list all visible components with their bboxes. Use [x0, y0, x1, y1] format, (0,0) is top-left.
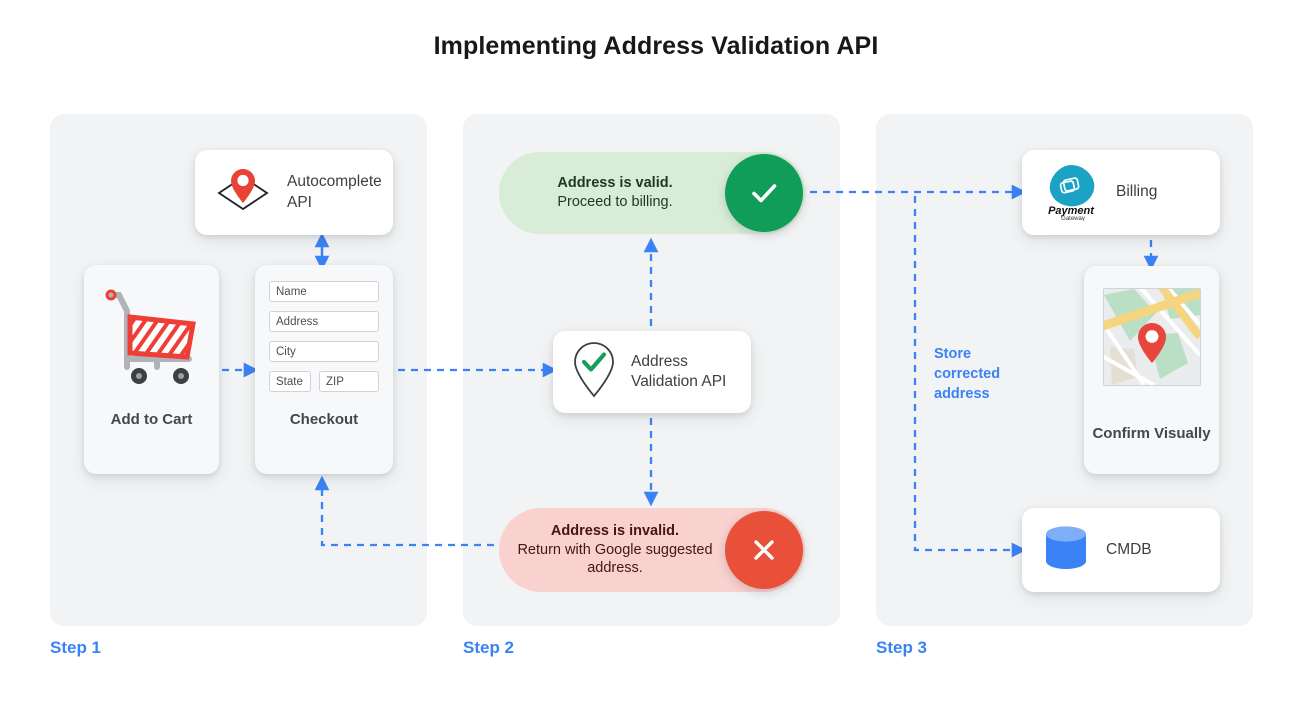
address-validation-api-label: Address Validation API	[631, 352, 727, 390]
billing-label: Billing	[1116, 183, 1158, 201]
step-label-1: Step 1	[50, 638, 102, 657]
step-label-3: Step 3	[876, 638, 928, 657]
map-pin-diamond-icon	[213, 163, 273, 222]
state-field[interactable]: State	[269, 371, 311, 392]
store-corrected-address-note: Store corrected address	[934, 346, 1001, 402]
address-valid-line2: Proceed to billing.	[557, 194, 673, 210]
billing-card[interactable]: Payment Gateway Billing	[1022, 150, 1220, 235]
pin-check-icon	[571, 340, 617, 405]
address-invalid-pill: Address is invalid. Return with Google s…	[499, 508, 805, 592]
address-invalid-text: Address is invalid. Return with Google s…	[499, 522, 725, 578]
check-circle-icon	[725, 154, 803, 232]
confirm-visually-card[interactable]: Confirm Visually	[1084, 266, 1219, 474]
address-field[interactable]: Address	[269, 311, 379, 332]
address-valid-line1: Address is valid.	[557, 175, 673, 192]
address-invalid-line2: Return with Google suggested address.	[517, 541, 713, 577]
page-title: Implementing Address Validation API	[433, 32, 879, 60]
shopping-cart-icon	[97, 281, 207, 392]
checkout-label: Checkout	[289, 411, 359, 428]
address-valid-pill: Address is valid. Proceed to billing.	[499, 152, 805, 234]
add-to-cart-label: Add to Cart	[110, 411, 193, 428]
cmdb-label: CMDB	[1106, 540, 1152, 558]
x-circle-icon	[725, 511, 803, 589]
address-valid-text: Address is valid. Proceed to billing.	[499, 174, 725, 211]
confirm-visually-label: Confirm Visually	[1092, 425, 1211, 443]
address-invalid-line1: Address is invalid.	[550, 523, 680, 540]
autocomplete-api-label: Autocomplete API	[287, 173, 382, 211]
map-thumbnail-icon	[1102, 288, 1201, 386]
payment-gateway-icon: Payment Gateway	[1040, 159, 1102, 226]
add-to-cart-card[interactable]: Add to Cart	[84, 265, 219, 474]
autocomplete-api-card[interactable]: Autocomplete API	[195, 150, 393, 235]
checkout-card[interactable]: Name Address City State ZIP Checkout	[255, 265, 393, 474]
step-label-2: Step 2	[463, 638, 515, 657]
zip-field[interactable]: ZIP	[319, 371, 379, 392]
city-field[interactable]: City	[269, 341, 379, 362]
svg-text:Gateway: Gateway	[1061, 216, 1085, 221]
name-field[interactable]: Name	[269, 281, 379, 302]
database-cylinder-icon	[1040, 523, 1092, 578]
address-validation-api-card[interactable]: Address Validation API	[553, 331, 751, 413]
cmdb-card[interactable]: CMDB	[1022, 508, 1220, 592]
svg-text:Payment: Payment	[1048, 205, 1095, 217]
